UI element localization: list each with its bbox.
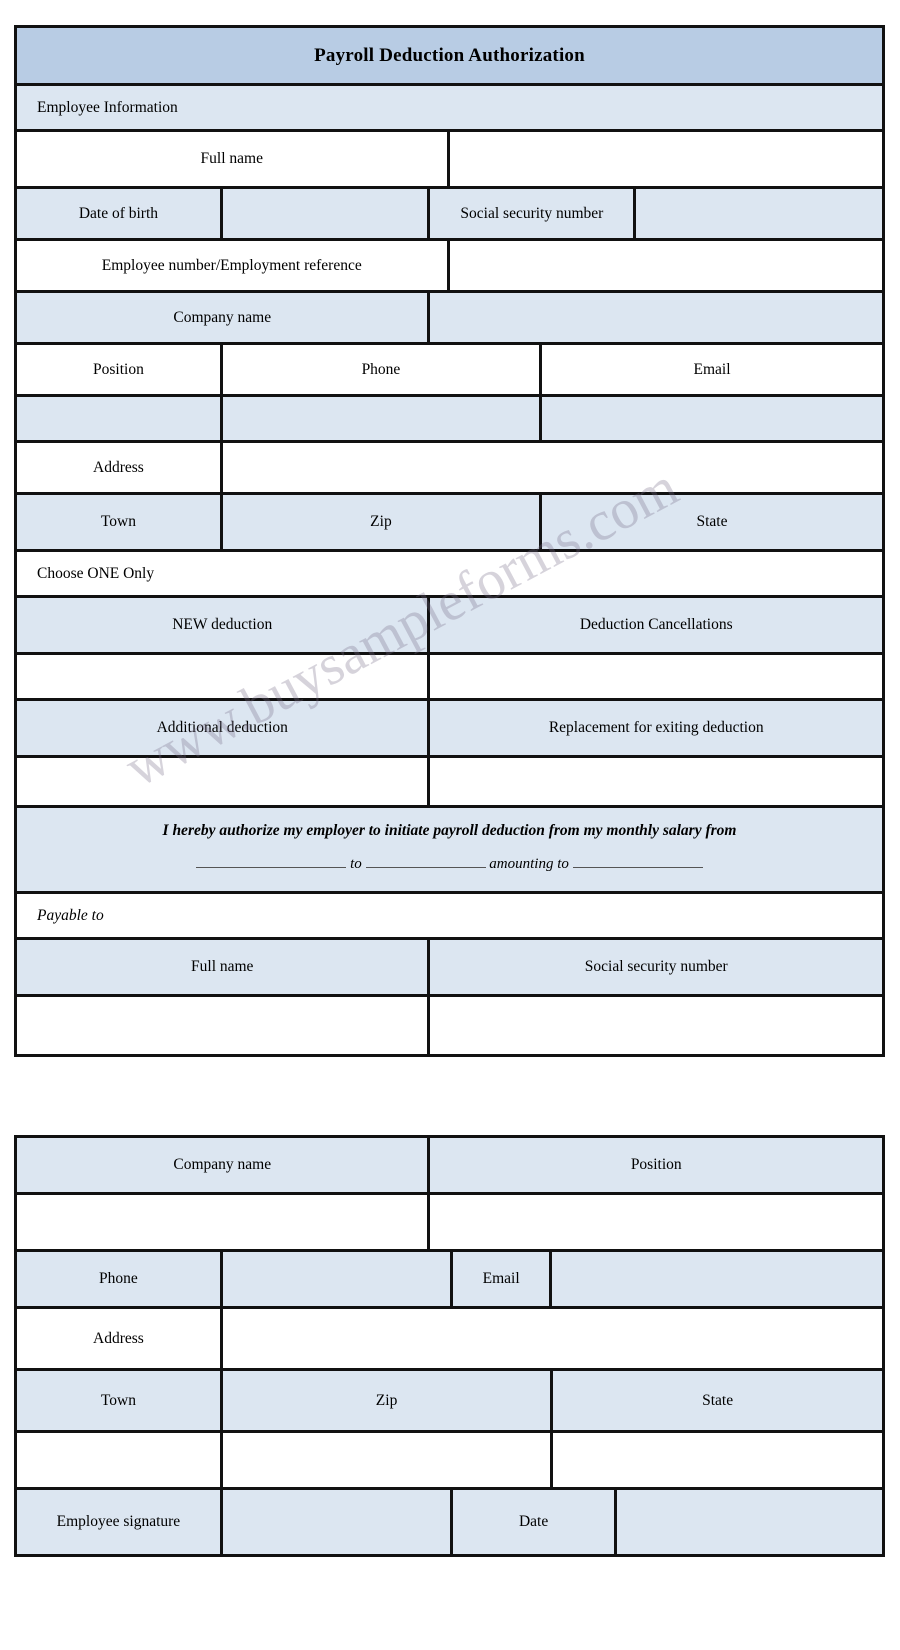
label-payable-social-security-number: Social security number	[430, 940, 882, 994]
row-position-phone-email-inputs	[17, 397, 882, 443]
blank-to[interactable]	[365, 867, 486, 868]
section-heading-payable-to: Payable to	[17, 894, 882, 937]
label-company-name: Company name	[17, 293, 431, 342]
row-payee-town-zip-state-inputs	[17, 1433, 882, 1490]
row-payable-labels: Full name Social security number	[17, 940, 882, 997]
label-payee-company-name: Company name	[17, 1138, 431, 1192]
input-employee-number[interactable]	[449, 241, 882, 290]
row-employee-signature-date: Employee signature Date	[17, 1490, 882, 1554]
option-additional-deduction[interactable]: Additional deduction	[17, 701, 431, 755]
row-payable-to-heading: Payable to	[17, 894, 882, 940]
authorization-blanks-line: to amounting to	[51, 856, 848, 873]
input-payee-position[interactable]	[430, 1195, 882, 1249]
input-position[interactable]	[17, 397, 223, 440]
label-date-of-birth: Date of birth	[17, 189, 223, 238]
option-replacement-for-exiting-deduction[interactable]: Replacement for exiting deduction	[430, 701, 882, 755]
payee-details-table: Company name Position Phone Email Addres…	[14, 1135, 885, 1557]
authorization-statement: I hereby authorize my employer to initia…	[17, 808, 882, 891]
connector-to: to	[350, 856, 362, 872]
employee-information-heading-row: Employee Information	[17, 86, 882, 132]
row-deduction-inputs-1	[17, 655, 882, 701]
input-payee-zip[interactable]	[222, 1433, 554, 1487]
input-additional-deduction[interactable]	[17, 758, 431, 805]
input-address[interactable]	[222, 443, 882, 492]
authorization-statement-text: I hereby authorize my employer to initia…	[162, 822, 737, 839]
row-payee-phone-email: Phone Email	[17, 1252, 882, 1309]
row-deduction-options-2: Additional deduction Replacement for exi…	[17, 701, 882, 758]
label-full-name: Full name	[17, 132, 450, 186]
option-new-deduction[interactable]: NEW deduction	[17, 598, 431, 652]
label-payee-zip: Zip	[222, 1371, 554, 1430]
option-deduction-cancellations[interactable]: Deduction Cancellations	[430, 598, 882, 652]
label-payee-phone: Phone	[17, 1252, 223, 1306]
row-employee-number: Employee number/Employment reference	[17, 241, 882, 293]
section-heading-choose-one: Choose ONE Only	[17, 552, 882, 595]
page-title: Payroll Deduction Authorization	[17, 28, 882, 83]
label-payee-town: Town	[17, 1371, 223, 1430]
label-payee-state: State	[553, 1371, 882, 1430]
label-payable-full-name: Full name	[17, 940, 431, 994]
row-full-name: Full name	[17, 132, 882, 189]
row-deduction-options-1: NEW deduction Deduction Cancellations	[17, 598, 882, 655]
label-zip: Zip	[222, 495, 543, 549]
blank-from[interactable]	[196, 867, 347, 868]
label-date: Date	[452, 1490, 618, 1554]
label-town: Town	[17, 495, 223, 549]
input-payee-email[interactable]	[552, 1252, 882, 1306]
input-payee-company-name[interactable]	[17, 1195, 431, 1249]
input-payee-town[interactable]	[17, 1433, 223, 1487]
input-email[interactable]	[542, 397, 882, 440]
input-payee-state[interactable]	[553, 1433, 882, 1487]
row-deduction-inputs-2	[17, 758, 882, 808]
row-payee-company-position-inputs	[17, 1195, 882, 1252]
label-employee-signature: Employee signature	[17, 1490, 223, 1554]
label-social-security-number: Social security number	[430, 189, 637, 238]
input-date[interactable]	[617, 1490, 882, 1554]
input-social-security-number[interactable]	[636, 189, 882, 238]
input-new-deduction[interactable]	[17, 655, 431, 698]
row-position-phone-email-labels: Position Phone Email	[17, 345, 882, 397]
row-payee-company-position-labels: Company name Position	[17, 1138, 882, 1195]
label-phone: Phone	[222, 345, 543, 394]
input-date-of-birth[interactable]	[222, 189, 431, 238]
row-town-zip-state: Town Zip State	[17, 495, 882, 552]
input-replacement-for-exiting-deduction[interactable]	[430, 758, 882, 805]
input-phone[interactable]	[222, 397, 543, 440]
label-payee-address: Address	[17, 1309, 223, 1368]
input-company-name[interactable]	[430, 293, 882, 342]
input-payee-address[interactable]	[222, 1309, 882, 1368]
input-payee-phone[interactable]	[222, 1252, 453, 1306]
blank-amount[interactable]	[572, 867, 703, 868]
input-payable-social-security-number[interactable]	[430, 997, 882, 1054]
input-deduction-cancellations[interactable]	[430, 655, 882, 698]
label-address: Address	[17, 443, 223, 492]
input-full-name[interactable]	[449, 132, 882, 186]
label-state: State	[542, 495, 882, 549]
input-payable-full-name[interactable]	[17, 997, 431, 1054]
label-email: Email	[542, 345, 882, 394]
row-payable-inputs	[17, 997, 882, 1054]
row-address: Address	[17, 443, 882, 495]
label-payee-email: Email	[452, 1252, 553, 1306]
label-payee-position: Position	[430, 1138, 882, 1192]
row-payee-town-zip-state-labels: Town Zip State	[17, 1371, 882, 1433]
input-employee-signature[interactable]	[222, 1490, 453, 1554]
label-position: Position	[17, 345, 223, 394]
form-title-row: Payroll Deduction Authorization	[17, 28, 882, 86]
row-dob-ssn: Date of birth Social security number	[17, 189, 882, 241]
label-employee-number: Employee number/Employment reference	[17, 241, 450, 290]
employee-information-table: Payroll Deduction Authorization Employee…	[14, 25, 885, 1057]
section-heading-employee-information: Employee Information	[17, 86, 882, 129]
connector-amounting-to: amounting to	[489, 856, 569, 872]
row-choose-one-heading: Choose ONE Only	[17, 552, 882, 598]
row-company-name: Company name	[17, 293, 882, 345]
row-payee-address: Address	[17, 1309, 882, 1371]
row-authorization-statement: I hereby authorize my employer to initia…	[17, 808, 882, 894]
